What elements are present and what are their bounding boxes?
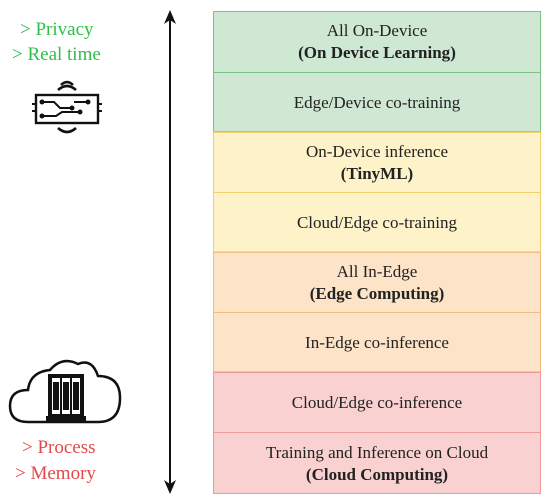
layer-label: Cloud/Edge co-training	[296, 212, 458, 232]
layer-edge-device-co-training: Edge/Device co-training	[213, 72, 541, 132]
layer-in-edge-co-inference: In-Edge co-inference	[213, 312, 541, 372]
layer-label: In-Edge co-inference	[305, 332, 449, 352]
layer-label: All On-Device	[326, 21, 428, 40]
process-label: > Process	[22, 437, 96, 458]
layer-all-on-device: All On-Device (On Device Learning)	[213, 11, 541, 72]
layer-cloud-edge-co-training: Cloud/Edge co-training	[213, 192, 541, 252]
memory-label: > Memory	[15, 463, 96, 484]
layer-label: All In-Edge	[336, 261, 418, 281]
cloud-server-icon	[6, 350, 124, 430]
layer-label: Training and Inference on Cloud	[265, 442, 489, 462]
layer-label: Cloud/Edge co-inference	[291, 392, 463, 412]
layer-label: On-Device inference	[305, 141, 449, 161]
layer-cloud-edge-co-inference: Cloud/Edge co-inference	[213, 372, 541, 432]
double-headed-arrow-icon	[164, 10, 176, 494]
layer-on-device-inference: On-Device inference (TinyML)	[213, 132, 541, 192]
real-time-label: > Real time	[12, 44, 101, 65]
layer-cloud-training-inference: Training and Inference on Cloud (Cloud C…	[213, 432, 541, 494]
circuit-board-signal-icon	[30, 78, 104, 136]
layer-label: Edge/Device co-training	[293, 92, 461, 112]
layer-all-in-edge: All In-Edge (Edge Computing)	[213, 252, 541, 312]
layer-sublabel: (TinyML)	[340, 163, 414, 183]
deployment-layer-stack: All On-Device (On Device Learning) Edge/…	[213, 11, 541, 494]
privacy-label: > Privacy	[20, 19, 94, 40]
layer-sublabel: (Edge Computing)	[309, 283, 445, 303]
layer-sublabel: (Cloud Computing)	[305, 464, 449, 484]
layer-sublabel: (On Device Learning)	[298, 43, 456, 62]
